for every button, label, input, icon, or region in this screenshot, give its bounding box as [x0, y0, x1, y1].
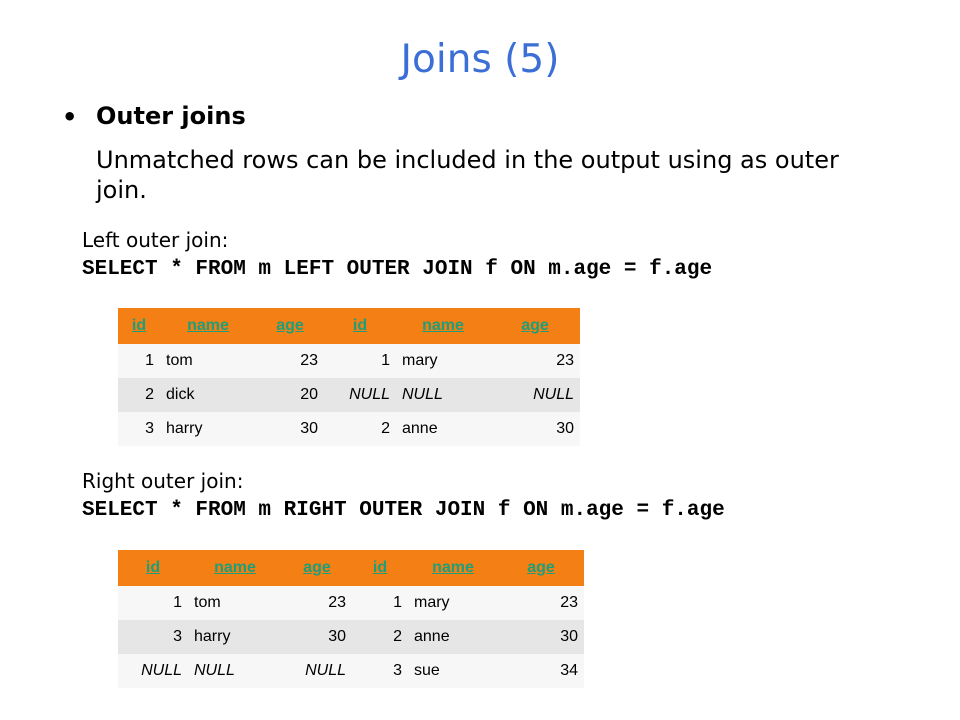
- table-cell: 30: [490, 412, 580, 446]
- bullet-marker: •: [62, 103, 78, 131]
- column-header[interactable]: age: [256, 308, 324, 344]
- column-header[interactable]: age: [282, 550, 352, 586]
- table-cell: 23: [498, 586, 584, 620]
- right-join-label: Right outer join:: [82, 469, 244, 493]
- table-cell: 34: [498, 654, 584, 688]
- table-cell: 1: [118, 586, 188, 620]
- table-row: 3 harry 30 2 anne 30: [118, 412, 580, 446]
- column-header[interactable]: id: [118, 308, 160, 344]
- table-row: 2 dick 20 NULL NULL NULL: [118, 378, 580, 412]
- table-cell: anne: [396, 412, 490, 446]
- table-cell: 3: [118, 620, 188, 654]
- bullet-heading: Outer joins: [96, 102, 246, 130]
- table-cell: 30: [282, 620, 352, 654]
- column-header[interactable]: name: [160, 308, 256, 344]
- table-cell: 2: [324, 412, 396, 446]
- table-cell: 30: [256, 412, 324, 446]
- right-join-table: id name age id name age 1 tom 23 1 mary …: [118, 550, 584, 688]
- table-header-row: id name age id name age: [118, 308, 580, 344]
- table-cell: NULL: [396, 378, 490, 412]
- table-cell: NULL: [490, 378, 580, 412]
- column-header[interactable]: id: [118, 550, 188, 586]
- table-row: NULL NULL NULL 3 sue 34: [118, 654, 584, 688]
- table-cell: sue: [408, 654, 498, 688]
- column-header[interactable]: age: [490, 308, 580, 344]
- table-cell: 23: [256, 344, 324, 378]
- table-cell: 1: [118, 344, 160, 378]
- table-header-row: id name age id name age: [118, 550, 584, 586]
- table-cell: mary: [408, 586, 498, 620]
- table-cell: 2: [352, 620, 408, 654]
- column-header[interactable]: name: [396, 308, 490, 344]
- table-row: 1 tom 23 1 mary 23: [118, 344, 580, 378]
- table-cell: 3: [118, 412, 160, 446]
- table-cell: tom: [160, 344, 256, 378]
- table-cell: 2: [118, 378, 160, 412]
- column-header[interactable]: id: [352, 550, 408, 586]
- column-header[interactable]: name: [408, 550, 498, 586]
- table-row: 3 harry 30 2 anne 30: [118, 620, 584, 654]
- table-row: 1 tom 23 1 mary 23: [118, 586, 584, 620]
- table-cell: harry: [188, 620, 282, 654]
- table-cell: harry: [160, 412, 256, 446]
- left-join-label: Left outer join:: [82, 228, 229, 252]
- table-cell: 23: [282, 586, 352, 620]
- table-cell: dick: [160, 378, 256, 412]
- column-header[interactable]: name: [188, 550, 282, 586]
- body-text: Unmatched rows can be included in the ou…: [96, 146, 839, 204]
- right-join-sql: SELECT * FROM m RIGHT OUTER JOIN f ON m.…: [82, 499, 725, 522]
- left-join-table: id name age id name age 1 tom 23 1 mary …: [118, 308, 580, 446]
- table-cell: 23: [490, 344, 580, 378]
- table-cell: 3: [352, 654, 408, 688]
- table-cell: NULL: [282, 654, 352, 688]
- table-cell: 1: [324, 344, 396, 378]
- table-cell: 30: [498, 620, 584, 654]
- column-header[interactable]: age: [498, 550, 584, 586]
- table-cell: NULL: [188, 654, 282, 688]
- column-header[interactable]: id: [324, 308, 396, 344]
- table-cell: NULL: [324, 378, 396, 412]
- table-cell: 20: [256, 378, 324, 412]
- table-cell: mary: [396, 344, 490, 378]
- left-join-sql: SELECT * FROM m LEFT OUTER JOIN f ON m.a…: [82, 258, 713, 281]
- table-cell: tom: [188, 586, 282, 620]
- slide-title: Joins (5): [400, 37, 560, 82]
- table-cell: 1: [352, 586, 408, 620]
- table-cell: anne: [408, 620, 498, 654]
- table-cell: NULL: [118, 654, 188, 688]
